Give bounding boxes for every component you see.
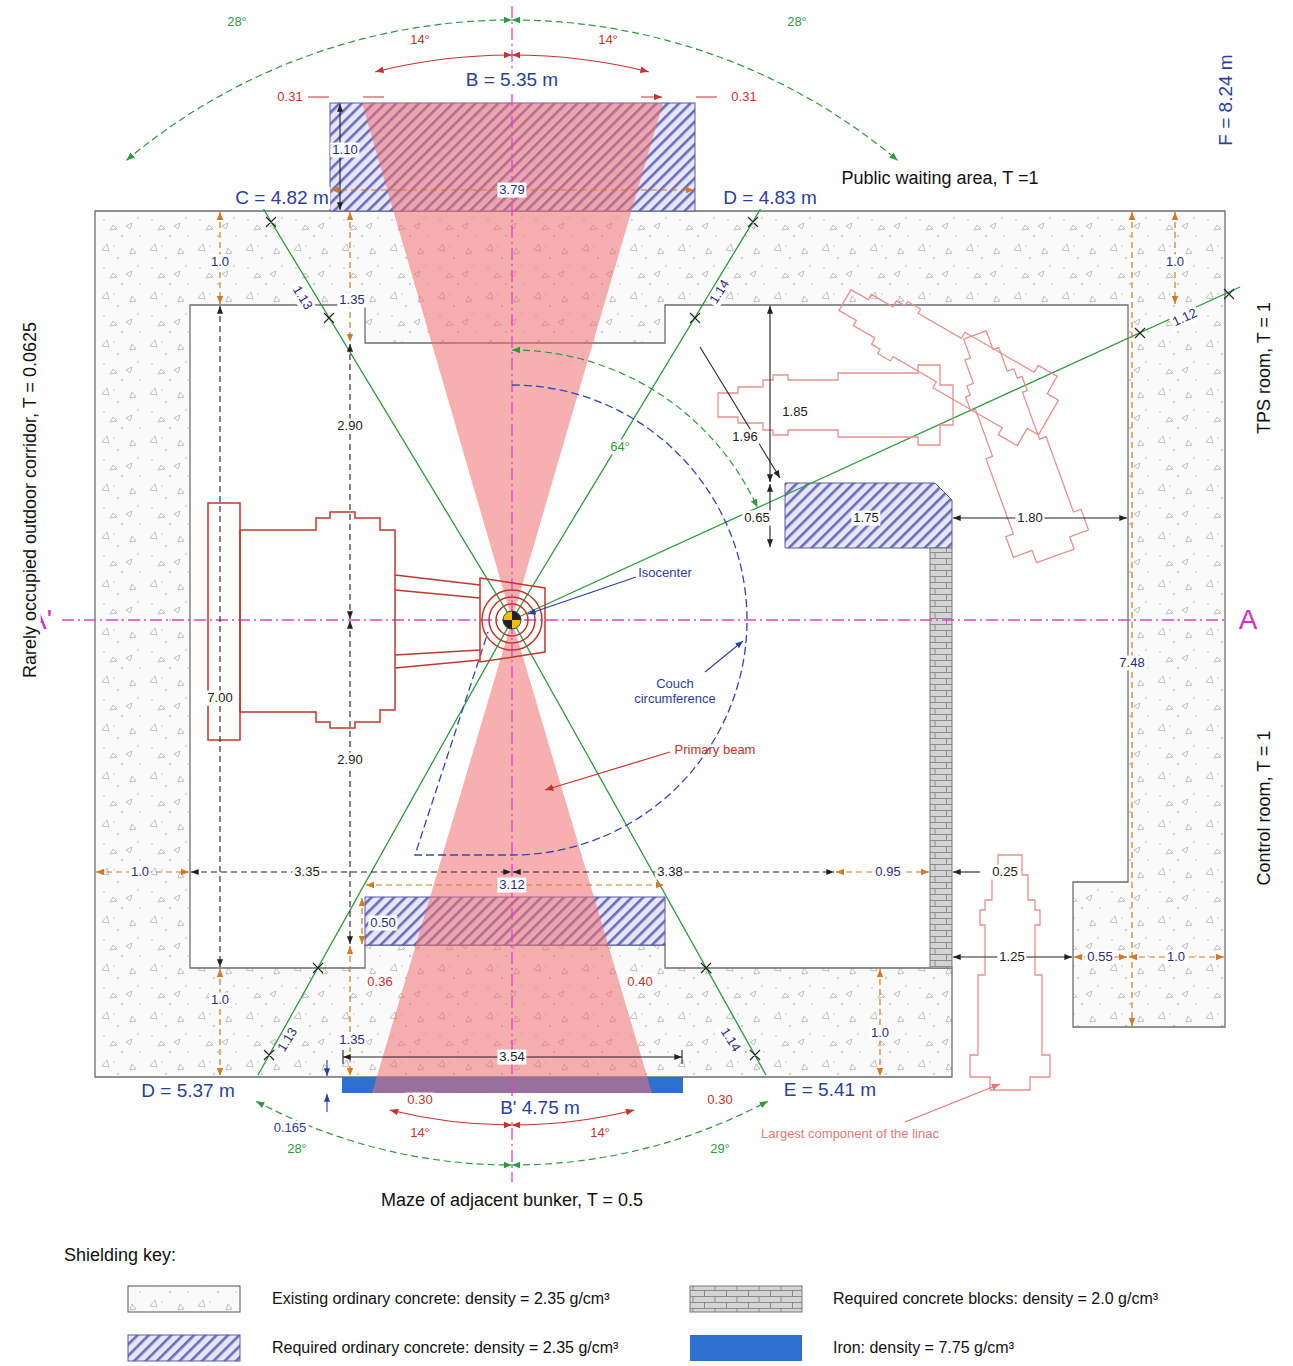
dimension-value: 1.75 [851,511,880,526]
hatch-swatch [128,1335,240,1361]
angle-value: 0.31 [275,90,304,105]
legend-text: Required concrete blocks: density = 2.0 … [833,1289,1158,1308]
dimension-value: 1.0 [1165,950,1187,965]
dimension-value: 3.54 [497,1050,526,1065]
dimension-value: 1.14 [706,276,734,309]
callout-text: Largest component of the linac [759,1127,941,1142]
angle-value: 14° [596,33,620,48]
angle-value: 14° [408,33,432,48]
dimension-value: 1.0 [129,865,151,880]
section-marker: A [1237,604,1260,636]
angle-value: 0.30 [405,1093,434,1108]
dimension-value: 0.25 [990,865,1019,880]
dimension-value: 1.85 [780,405,809,420]
distance-label: C = 4.82 m [233,187,330,209]
area-label: Rarely occupied outdoor corridor, T = 0.… [20,320,41,680]
legend-text: Existing ordinary concrete: density = 2.… [272,1289,610,1308]
dimension-value: 7.00 [205,691,234,706]
angle-value: 14° [408,1126,432,1141]
legend-text: Required ordinary concrete: density = 2.… [272,1338,618,1357]
callout-text: Isocenter [636,566,693,581]
dimension-value: 0.65 [742,511,771,526]
angle-value: 0.40 [625,975,654,990]
dimension-value: 1.12 [1169,305,1202,331]
dimension-value: 7.48 [1117,656,1146,671]
dimension-value: 3.38 [655,865,684,880]
concrete-swatch [128,1286,240,1312]
distance-label: F = 8.24 m [1215,52,1237,147]
dimension-value: 1.13 [288,282,316,315]
area-label: Public waiting area, T =1 [840,168,1041,189]
callout-text: Couch circumference [623,677,727,707]
dimension-value: 1.10 [330,143,359,158]
dimension-value: 1.35 [337,1033,366,1048]
angle-value: 28° [285,1142,309,1157]
angle-value: 0.36 [365,975,394,990]
legend-swatch [690,1335,802,1361]
block-swatch [690,1286,802,1312]
dimension-value: 0.95 [873,865,902,880]
dimension-value: 1.14 [716,1024,744,1057]
area-label: TPS room, T = 1 [1254,300,1275,436]
dimension-value: 1.80 [1015,511,1044,526]
dimension-value: 1.25 [997,950,1026,965]
dimension-value: 1.0 [209,993,231,1008]
dimension-value: 3.35 [292,865,321,880]
area-label: Control room, T = 1 [1254,729,1275,888]
angle-value: Primary beam [673,743,758,758]
dimension-value: 2.90 [335,753,364,768]
angle-value: 64° [608,440,632,455]
angle-value: 14° [588,1126,612,1141]
angle-value: 28° [225,15,249,30]
dimension-value: 3.12 [497,878,526,893]
dimension-value: 1.0 [869,1026,891,1041]
dimension-value: 3.79 [497,183,526,198]
callout-text: 0.165 [272,1121,309,1136]
dimension-value: 1.0 [209,255,231,270]
area-label: Shielding key: [62,1245,178,1266]
distance-label: D = 5.37 m [139,1080,236,1102]
distance-label: D = 4.83 m [721,187,818,209]
angle-value: 28° [785,15,809,30]
distance-label: E = 5.41 m [782,1079,878,1101]
dimension-value: 0.55 [1085,950,1114,965]
dimension-value: 1.35 [337,293,366,308]
dimension-value: 0.50 [368,916,397,931]
area-label: Maze of adjacent bunker, T = 0.5 [379,1190,645,1211]
distance-label: B = 5.35 m [464,69,560,91]
angle-value: 0.30 [705,1093,734,1108]
dimension-value: 1.96 [730,430,759,445]
angle-value: 29° [708,1142,732,1157]
angle-value: 0.31 [729,90,758,105]
dimension-value: 2.90 [335,419,364,434]
legend-text: Iron: density = 7.75 g/cm³ [833,1338,1014,1357]
dimension-value: 1.13 [274,1024,302,1057]
distance-label: B' 4.75 m [498,1097,582,1119]
dimension-value: 1.0 [1164,255,1186,270]
